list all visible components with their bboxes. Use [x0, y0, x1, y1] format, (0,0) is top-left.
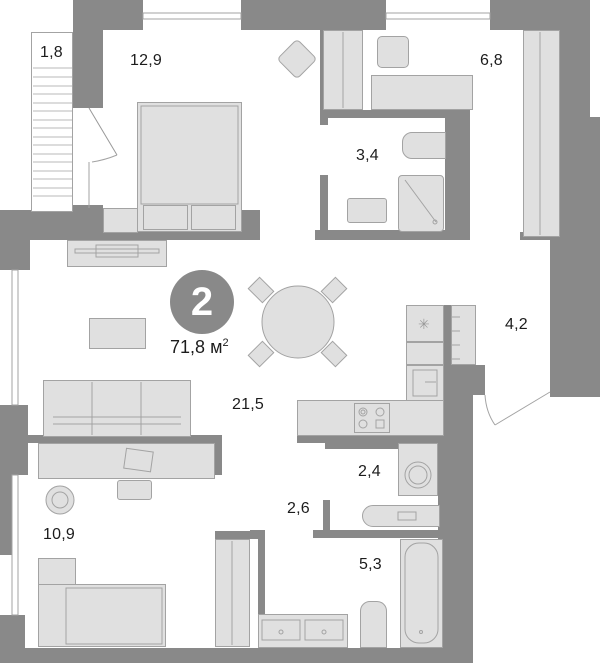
- wall: [28, 435, 222, 443]
- wall: [443, 305, 451, 365]
- wall: [241, 0, 386, 30]
- toilet-2: [360, 601, 387, 648]
- wall: [73, 205, 103, 235]
- total-area-unit-exp: 2: [222, 337, 229, 349]
- wall: [215, 531, 265, 539]
- wall: [0, 405, 12, 555]
- pillow: [143, 205, 188, 230]
- room-area-kids-room: 10,9: [43, 526, 75, 543]
- wall: [258, 530, 265, 650]
- room-area-wardrobe: 6,8: [480, 52, 503, 69]
- wall: [490, 0, 560, 30]
- room-area-laundry: 2,4: [358, 463, 381, 480]
- toilet: [402, 132, 446, 159]
- wall: [73, 0, 103, 108]
- total-area-value: 71,8: [170, 337, 206, 357]
- coffee-table: [89, 318, 146, 349]
- room-area-balcony: 1,8: [40, 44, 63, 61]
- room-area-bathroom-small: 3,4: [356, 147, 379, 164]
- wall: [0, 210, 30, 270]
- balcony-floor: [31, 32, 73, 212]
- pouf: [377, 36, 409, 68]
- room-area-hallway: 4,2: [505, 316, 528, 333]
- wall: [315, 230, 470, 240]
- wall: [560, 0, 590, 118]
- chair: [117, 480, 152, 500]
- ironing-board: [362, 505, 440, 527]
- bathtub: [400, 539, 443, 648]
- shower: [398, 175, 444, 232]
- sofa: [43, 380, 191, 437]
- wall: [320, 110, 470, 118]
- room-area-corridor: 2,6: [287, 500, 310, 517]
- shelf: [371, 75, 473, 110]
- room-area-bathroom-large: 5,3: [359, 556, 382, 573]
- pillow: [191, 205, 236, 230]
- svg-text:✳: ✳: [418, 316, 430, 332]
- wall: [215, 435, 222, 475]
- single-bed: [38, 584, 166, 647]
- wall: [323, 500, 330, 535]
- washing-machine: [398, 443, 438, 496]
- room-area-living-kitchen: 21,5: [232, 396, 264, 413]
- closet: [523, 30, 560, 237]
- room-area-bedroom: 12,9: [130, 52, 162, 69]
- wall: [550, 230, 570, 397]
- cabinet: [406, 342, 444, 365]
- total-area: 71,8 м2: [170, 337, 229, 358]
- wall: [0, 648, 473, 663]
- sink: [347, 198, 387, 223]
- wall: [320, 175, 328, 240]
- wall: [313, 530, 443, 538]
- wall: [445, 110, 470, 240]
- room-count-badge: 2: [170, 270, 234, 334]
- total-area-unit: м: [210, 337, 223, 357]
- fridge: [406, 305, 444, 342]
- coat-rack: [451, 305, 476, 365]
- bed-table: [38, 558, 76, 585]
